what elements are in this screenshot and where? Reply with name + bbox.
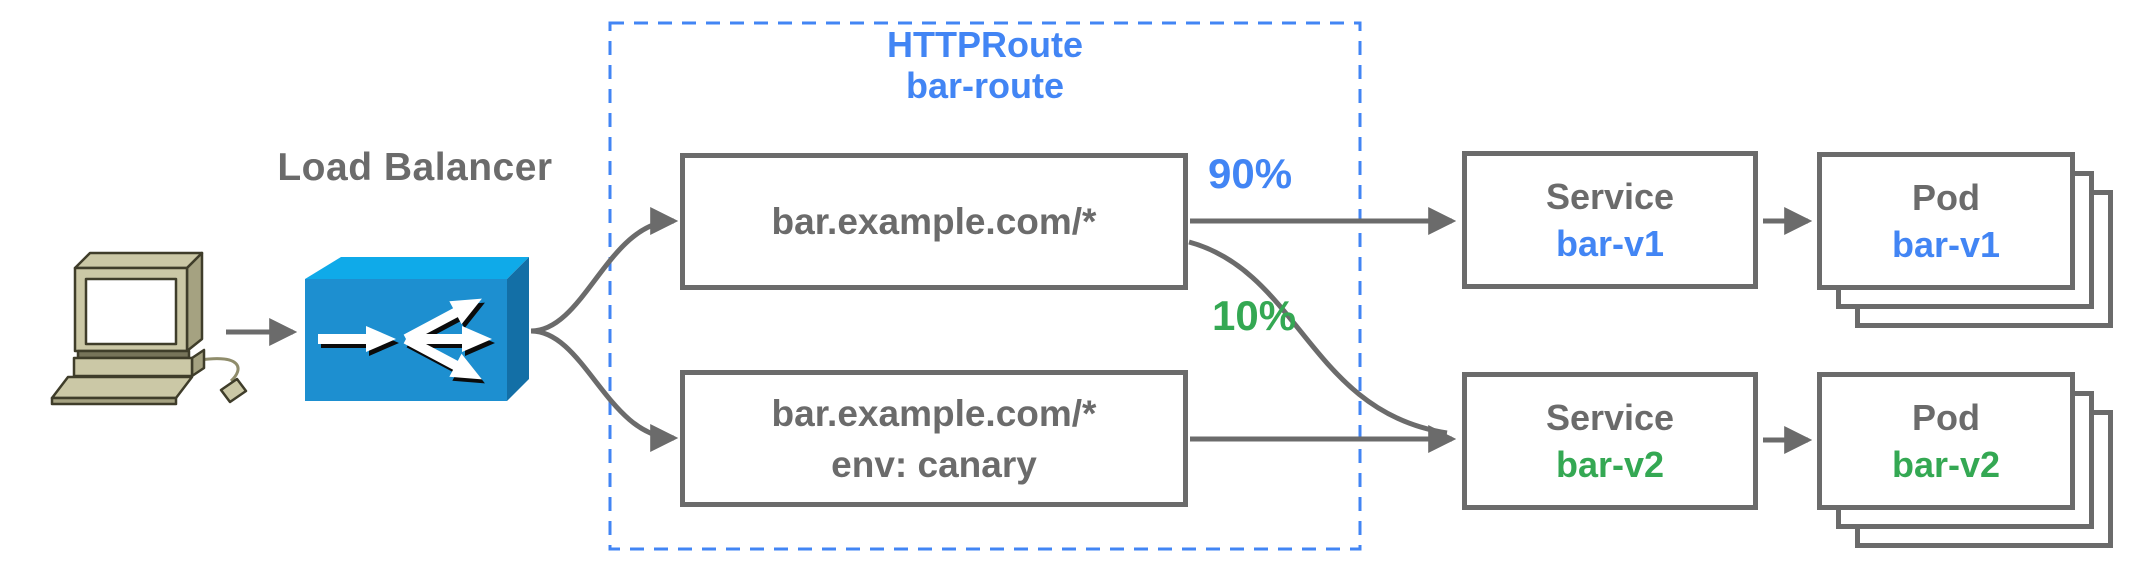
match1-to-service2-curve xyxy=(1188,239,1448,436)
pod-kind: Pod xyxy=(1912,177,1980,218)
httproute-name: bar-route xyxy=(905,65,1064,106)
keyboard xyxy=(50,375,194,400)
route-match-host: bar.example.com/* xyxy=(680,153,1188,290)
pod-name: bar-v1 xyxy=(1891,224,2001,265)
service-name: bar-v1 xyxy=(1555,223,1665,264)
lb-split-arrows xyxy=(318,298,492,380)
match-host-path: bar.example.com/* xyxy=(771,201,1097,242)
computer-screen xyxy=(84,277,178,346)
service-kind: Service xyxy=(1545,176,1675,217)
pod-name: bar-v2 xyxy=(1891,444,2001,485)
pod-stack-bar-v2: Pod bar-v2 xyxy=(1817,372,2113,548)
pod-stack-bar-v1: Pod bar-v1 xyxy=(1817,152,2113,328)
lb-to-match2-arrow xyxy=(530,328,679,452)
pod-kind: Pod xyxy=(1912,397,1980,438)
mouse-cable xyxy=(199,357,240,383)
weight-10-label: 10% xyxy=(1212,292,1297,339)
match-header: env: canary xyxy=(831,443,1037,485)
httproute-boundary xyxy=(608,21,1362,551)
httproute-kind: HTTPRoute xyxy=(887,24,1083,65)
lb-to-match1-arrow xyxy=(530,207,679,334)
load-balancer-label: Load Balancer xyxy=(277,146,553,189)
service-bar-v1: Service bar-v1 xyxy=(1462,151,1758,289)
match-host-path: bar.example.com/* xyxy=(771,392,1097,434)
route-match-host-canary: bar.example.com/* env: canary xyxy=(680,370,1188,507)
pod-bar-v2: Pod bar-v2 xyxy=(1817,372,2075,510)
service-bar-v2: Service bar-v2 xyxy=(1462,372,1758,510)
weight-90-label: 90% xyxy=(1208,150,1293,197)
pod-bar-v1: Pod bar-v1 xyxy=(1817,152,2075,290)
load-balancer-icon xyxy=(305,257,529,401)
mouse xyxy=(219,377,248,404)
service-kind: Service xyxy=(1545,397,1675,438)
computer-icon xyxy=(50,251,248,406)
service-name: bar-v2 xyxy=(1555,444,1665,485)
httproute-title: HTTPRoute bar-route xyxy=(610,24,1360,106)
